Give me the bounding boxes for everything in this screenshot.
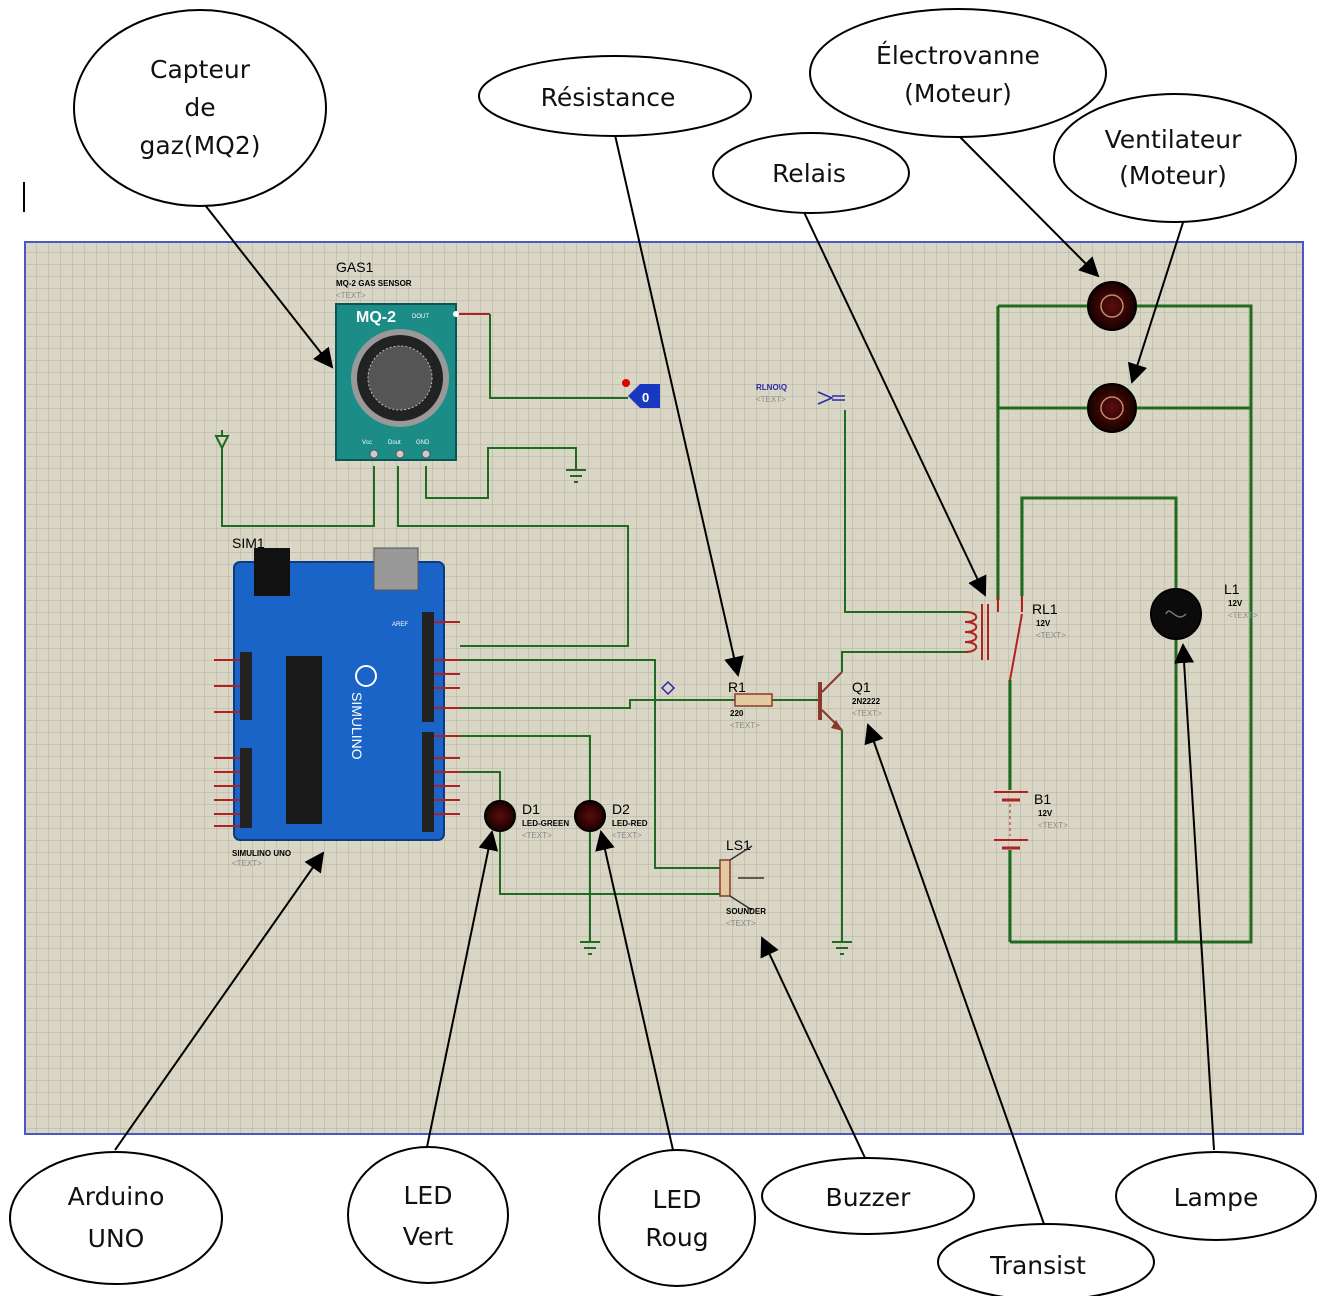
callout-solenoid-valve: Électrovanne (Moteur)	[809, 8, 1107, 138]
l1-text: <TEXT>	[1228, 611, 1258, 620]
callout-resistor-line1: Résistance	[541, 83, 676, 112]
callout-lamp-line1: Lampe	[1174, 1183, 1259, 1212]
mq2-dout-label: DOUT	[412, 314, 429, 320]
d1-text: <TEXT>	[522, 831, 552, 840]
relay-rl1[interactable]: RL1 12V <TEXT>	[964, 596, 1066, 681]
callout-gas-sensor-line1: Capteur	[150, 55, 251, 84]
callout-gas-sensor-line2: de	[184, 93, 215, 122]
mq2-gas-sensor[interactable]: GAS1 MQ-2 GAS SENSOR <TEXT> MQ-2 DOUT Vc…	[335, 259, 459, 461]
callout-fan-line2: (Moteur)	[1119, 161, 1227, 190]
wires	[221, 304, 1253, 944]
led-d1[interactable]: D1 LED-GREEN <TEXT>	[484, 800, 569, 840]
terminal-text: <TEXT>	[756, 395, 786, 404]
callout-led-red-line2: Roug	[645, 1223, 708, 1252]
led-d2[interactable]: D2 LED-RED <TEXT>	[574, 800, 648, 840]
callout-relay-line1: Relais	[772, 159, 846, 188]
callout-solenoid-valve-line2: (Moteur)	[904, 79, 1012, 108]
b1-value: 12V	[1038, 809, 1053, 818]
gas1-text: <TEXT>	[336, 291, 366, 300]
battery-b1[interactable]: B1 12V <TEXT>	[994, 791, 1068, 850]
l1-value: 12V	[1228, 599, 1243, 608]
callout-fan-line1: Ventilateur	[1105, 125, 1242, 154]
transistor-q1[interactable]: Q1 2N2222 <TEXT>	[818, 671, 882, 731]
arduino-aref-label: AREF	[392, 622, 408, 628]
callout-led-green-line2: Vert	[403, 1222, 454, 1251]
callout-fan: Ventilateur (Moteur)	[1053, 93, 1297, 223]
callout-relay: Relais	[712, 132, 910, 214]
sim1-ref: SIM1	[232, 535, 265, 551]
sim1-value: SIMULINO UNO	[232, 849, 291, 858]
l1-ref: L1	[1224, 581, 1240, 597]
logic-probe[interactable]: 0	[622, 379, 660, 408]
ls1-ref: LS1	[726, 837, 751, 853]
callout-led-green-line1: LED	[404, 1181, 453, 1210]
d2-ref: D2	[612, 801, 630, 817]
arduino-brand-label: SIMULINO	[349, 692, 365, 760]
callout-gas-sensor-line3: gaz(MQ2)	[140, 131, 261, 160]
terminal-label: RLNO\Q	[756, 383, 787, 392]
callout-arduino-line1: Arduino	[68, 1182, 165, 1211]
callout-solenoid-valve-line1: Électrovanne	[876, 41, 1040, 70]
d1-value: LED-GREEN	[522, 819, 569, 828]
mq2-board-label: MQ-2	[356, 309, 396, 326]
gas1-value: MQ-2 GAS SENSOR	[336, 279, 412, 288]
rl1-value: 12V	[1036, 619, 1051, 628]
ls1-text: <TEXT>	[726, 919, 756, 928]
q1-ref: Q1	[852, 679, 871, 695]
q1-text: <TEXT>	[852, 709, 882, 718]
mq2-pin-vcc: Vcc	[362, 440, 372, 446]
callout-arrows	[114, 134, 1215, 1228]
power-terminal-icon	[214, 430, 230, 451]
q1-value: 2N2222	[852, 697, 881, 706]
callout-arduino-line2: UNO	[88, 1224, 145, 1253]
callout-buzzer-line1: Buzzer	[826, 1183, 912, 1212]
d2-value: LED-RED	[612, 819, 648, 828]
sim1-text: <TEXT>	[232, 859, 262, 868]
logic-probe-value: 0	[642, 390, 649, 405]
mq2-pin-dout: Dout	[388, 440, 401, 446]
callout-transistor-line1: Transist	[989, 1251, 1086, 1280]
callout-transistor: Transist	[937, 1223, 1155, 1296]
ground-symbols	[566, 469, 852, 955]
motor-fan[interactable]	[1087, 383, 1137, 433]
lamp-l1[interactable]: L1 12V <TEXT>	[1150, 581, 1258, 640]
ls1-value: SOUNDER	[726, 907, 766, 916]
mq2-pin-gnd: GND	[416, 440, 430, 446]
rl1-text: <TEXT>	[1036, 631, 1066, 640]
b1-ref: B1	[1034, 791, 1051, 807]
motor-solenoid-valve[interactable]	[1087, 281, 1137, 331]
schematic-sheet	[24, 241, 1304, 1135]
d2-text: <TEXT>	[612, 831, 642, 840]
rl1-ref: RL1	[1032, 601, 1058, 617]
callout-lamp: Lampe	[1115, 1151, 1317, 1241]
b1-text: <TEXT>	[1038, 821, 1068, 830]
r1-ref: R1	[728, 679, 746, 695]
r1-text: <TEXT>	[730, 721, 760, 730]
rlno-terminal: RLNO\Q <TEXT>	[756, 383, 845, 405]
buzzer-ls1[interactable]: LS1 SOUNDER <TEXT>	[719, 837, 766, 928]
r1-value: 220	[730, 709, 744, 718]
callout-led-red: LED Roug	[598, 1149, 756, 1287]
callout-resistor: Résistance	[478, 55, 752, 137]
callout-gas-sensor: Capteur de gaz(MQ2)	[73, 9, 327, 207]
resistor-r1[interactable]: R1 220 <TEXT>	[728, 679, 773, 730]
callout-led-red-line1: LED	[653, 1185, 702, 1214]
gas1-ref: GAS1	[336, 259, 374, 275]
arduino-uno-board[interactable]: SIM1 AREF SIMULINO SIMULINO UNO <TEXT>	[214, 535, 460, 868]
callout-led-green: LED Vert	[347, 1146, 509, 1284]
callout-buzzer: Buzzer	[761, 1157, 975, 1235]
d1-ref: D1	[522, 801, 540, 817]
callout-arduino: Arduino UNO	[9, 1151, 223, 1285]
